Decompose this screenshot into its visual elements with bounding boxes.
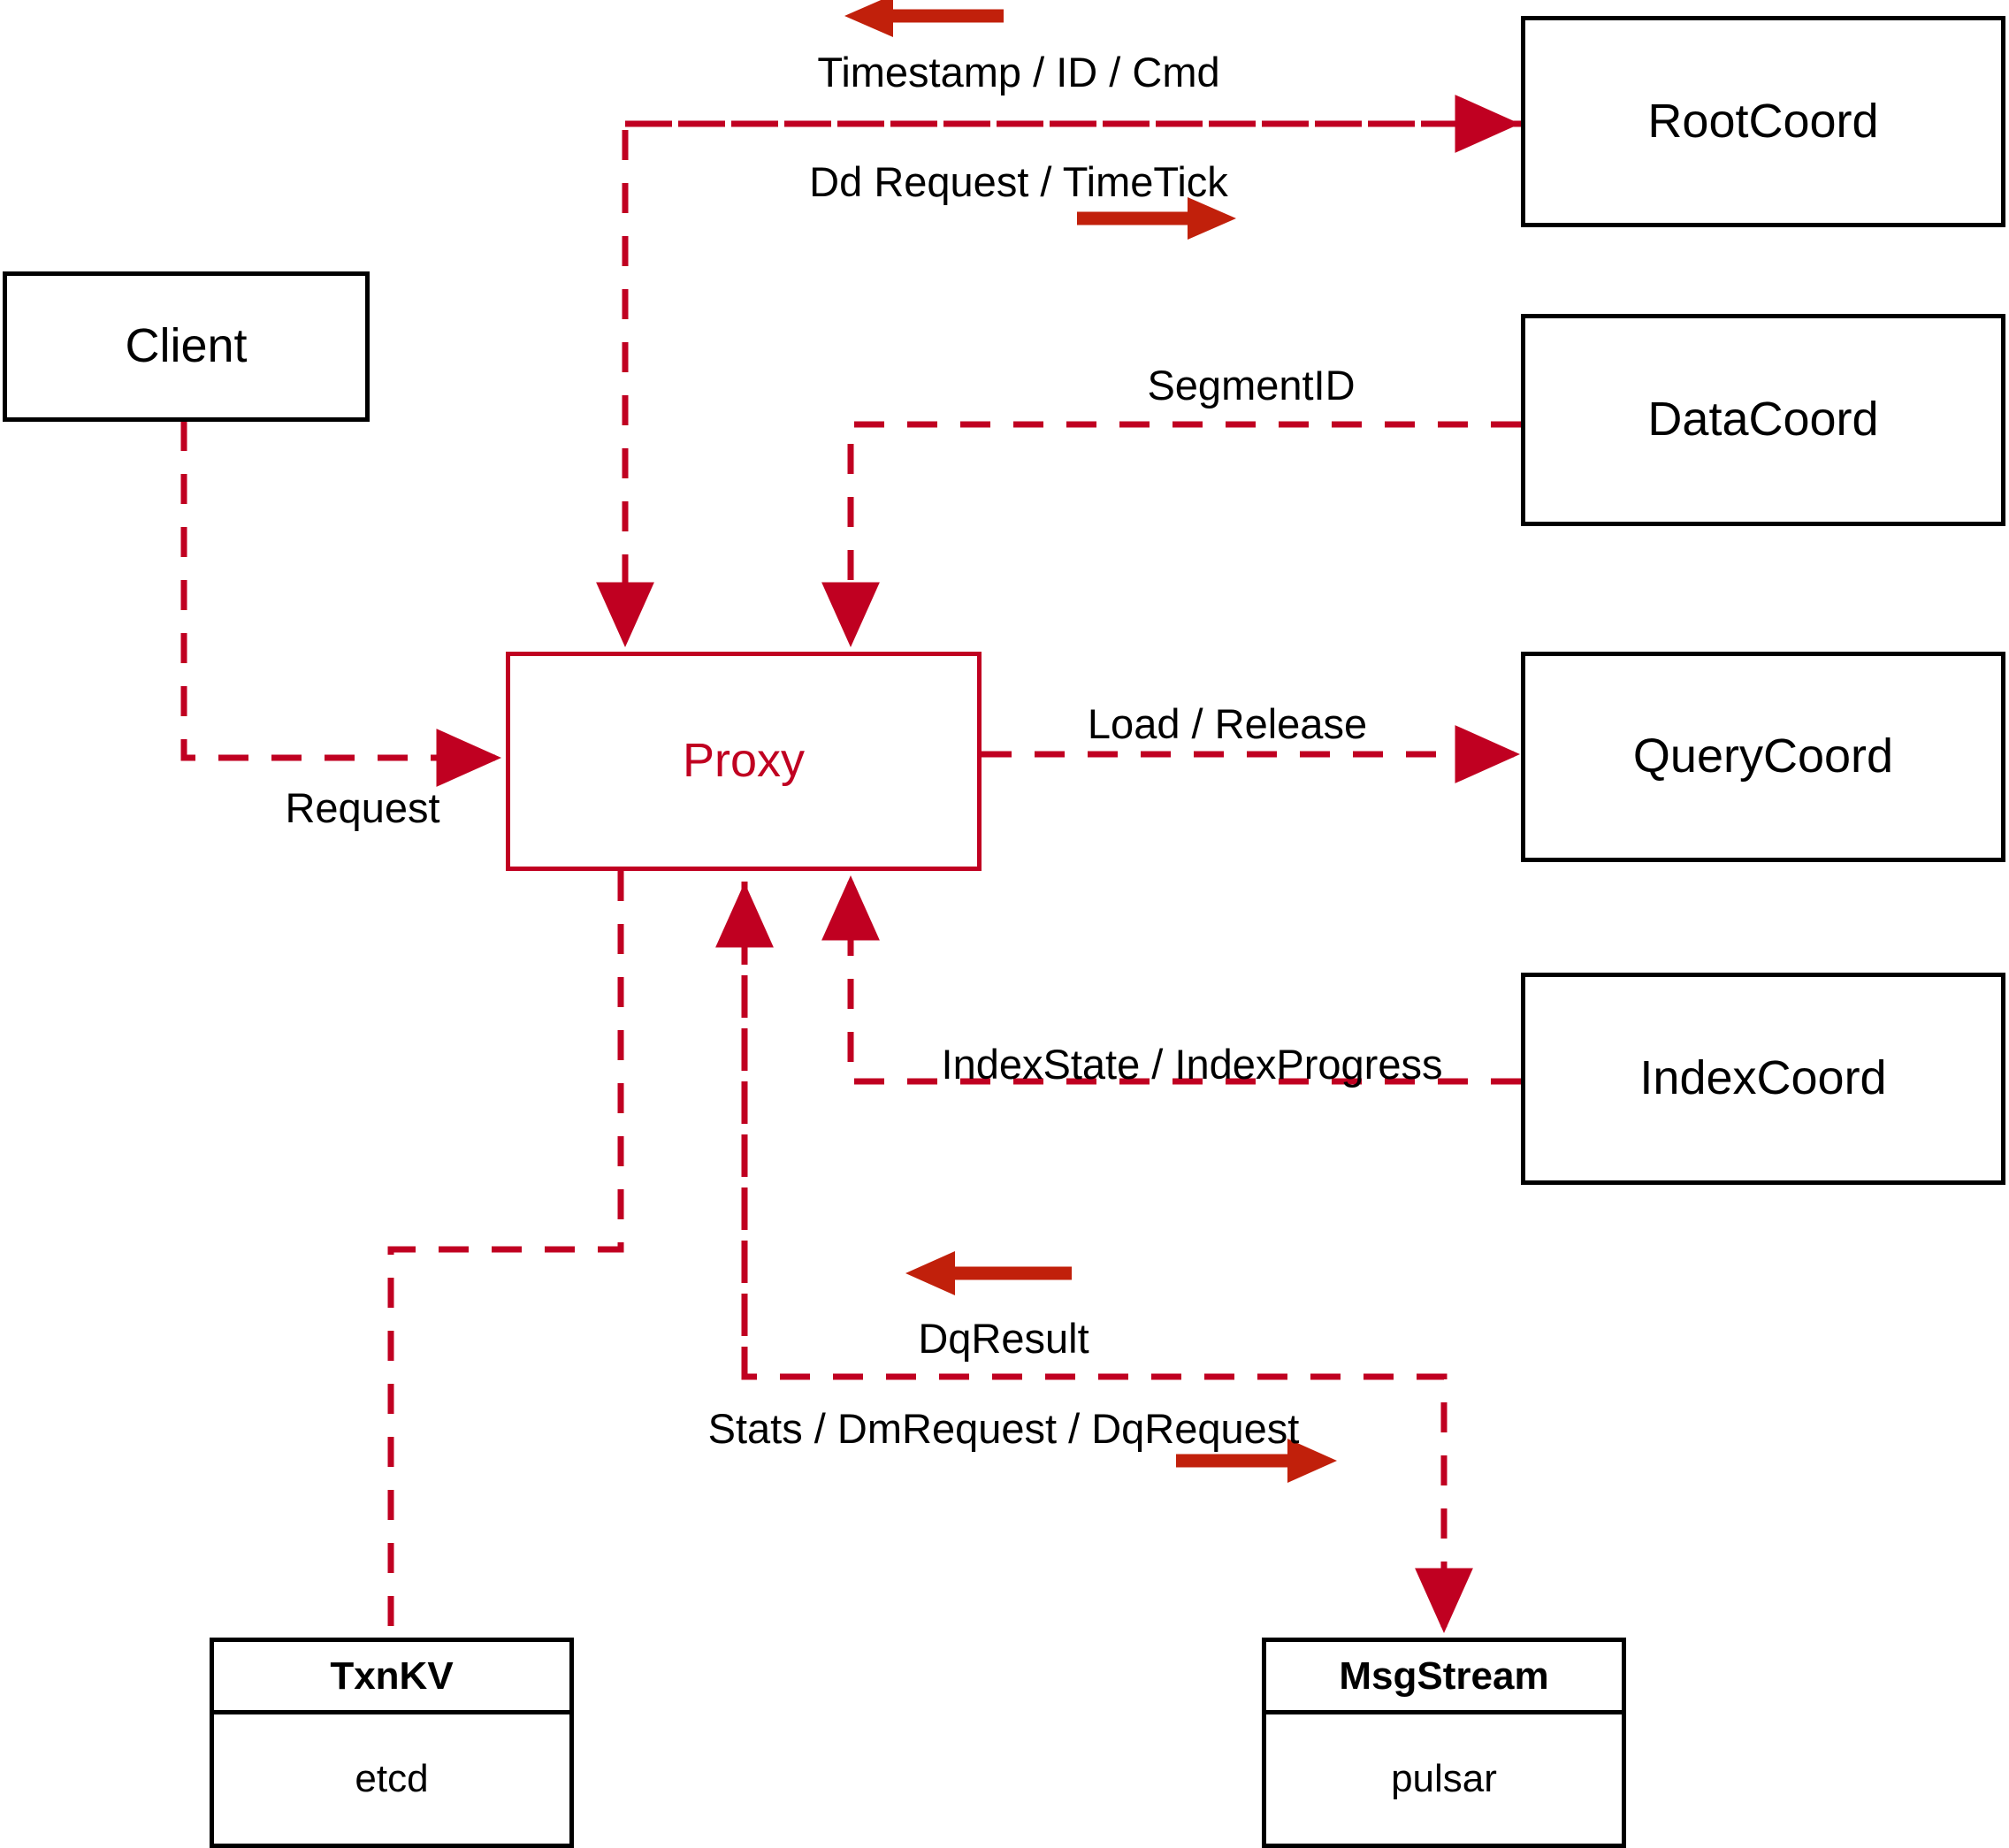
node-querycoord-label: QueryCoord [1632,729,1894,783]
edge-proxy-msgstream [715,882,1473,1633]
edge-label-indexstate-indexprogress: IndexState / IndexProgress [941,1041,1443,1088]
node-txnkv-body: etcd [355,1757,429,1800]
node-proxy[interactable]: Proxy [506,652,982,871]
direction-arrow-timestamp-id-cmd [844,0,1004,37]
node-indexcoord[interactable]: IndexCoord [1521,973,2005,1185]
node-client[interactable]: Client [3,271,370,422]
direction-arrow-dd-request-timetick [1077,197,1236,240]
edge-label-load-release: Load / Release [1087,700,1368,747]
node-msgstream[interactable]: MsgStream pulsar [1262,1638,1626,1848]
node-proxy-label: Proxy [682,734,806,788]
node-querycoord[interactable]: QueryCoord [1521,652,2005,862]
edge-datacoord-to-proxy [821,421,1521,647]
edge-label-timestamp-id-cmd: Timestamp / ID / Cmd [817,49,1220,95]
direction-arrow-stats-dmrequest-dqrequest [1176,1439,1337,1483]
node-msgstream-header: MsgStream [1266,1642,1622,1714]
direction-arrow-dqresult [905,1251,1072,1295]
edge-indexcoord-to-proxy [821,875,1521,1085]
node-txnkv[interactable]: TxnKV etcd [210,1638,574,1848]
edge-label-dd-request-timetick: Dd Request / TimeTick [809,158,1228,205]
edge-label-segmentid: SegmentID [1147,362,1356,409]
edge-label-request: Request [285,784,440,831]
edge-label-stats-dmrequest-dqrequest: Stats / DmRequest / DqRequest [707,1405,1300,1452]
edge-client-to-proxy [180,421,501,787]
edge-proxy-to-txnkv [387,871,624,1638]
node-rootcoord-label: RootCoord [1647,94,1879,148]
edge-rootcoord-to-proxy [596,120,1521,647]
node-msgstream-body: pulsar [1391,1757,1497,1800]
node-client-label: Client [125,319,248,373]
edge-label-dqresult: DqResult [918,1315,1089,1362]
node-rootcoord[interactable]: RootCoord [1521,16,2005,227]
node-txnkv-header: TxnKV [214,1642,569,1714]
node-datacoord-label: DataCoord [1647,393,1879,447]
node-indexcoord-label: IndexCoord [1639,1051,1887,1105]
node-datacoord[interactable]: DataCoord [1521,314,2005,526]
